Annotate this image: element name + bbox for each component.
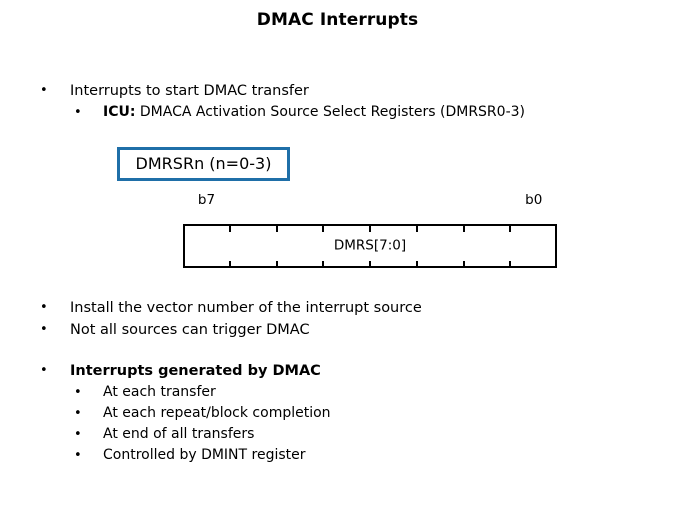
list-item: • At each transfer bbox=[38, 382, 331, 403]
bullet-dot-icon: • bbox=[40, 363, 48, 378]
list-item: • At end of all transfers bbox=[38, 424, 331, 445]
bitfield-tick-bottom-5 bbox=[415, 261, 418, 268]
bullet-dot-icon: • bbox=[40, 322, 48, 337]
list-item-label: Interrupts to start DMAC transfer bbox=[70, 83, 309, 99]
list-item: • At each repeat/block completion bbox=[38, 403, 331, 424]
list-item-label: Install the vector number of the interru… bbox=[70, 300, 422, 316]
bit-label-lsb: b0 bbox=[525, 192, 543, 208]
list-item: • Interrupts to start DMAC transfer bbox=[38, 80, 525, 102]
list-item-label: DMACA Activation Source Select Registers… bbox=[135, 104, 525, 120]
page-title: DMAC Interrupts bbox=[256, 10, 419, 30]
register-name-box: DMRSRn (n=0-3) bbox=[117, 147, 290, 181]
bitfield-tick-bottom-1 bbox=[228, 261, 231, 268]
bitfield-tick-top-5 bbox=[415, 224, 418, 232]
list-item-label: At each repeat/block completion bbox=[103, 405, 331, 421]
register-name-label: DMRSRn (n=0-3) bbox=[135, 154, 272, 173]
list-item-emphasis: ICU: bbox=[103, 104, 136, 120]
bullet-dot-icon: • bbox=[40, 300, 48, 315]
bullet-dot-icon: • bbox=[74, 385, 82, 400]
bitfield-tick-bottom-2 bbox=[275, 261, 278, 268]
list-item-label: At end of all transfers bbox=[103, 426, 255, 442]
list-item-label: Not all sources can trigger DMAC bbox=[70, 322, 310, 338]
bitfield-tick-bottom-3 bbox=[322, 261, 325, 268]
bullet-list-intro: • Interrupts to start DMAC transfer • IC… bbox=[38, 80, 525, 123]
bitfield-tick-top-4 bbox=[369, 224, 371, 232]
bullet-list-generated: • Interrupts generated by DMAC • At each… bbox=[38, 360, 331, 466]
list-item: • Not all sources can trigger DMAC bbox=[38, 319, 422, 341]
bit-label-msb: b7 bbox=[197, 192, 216, 208]
bitfield-tick-top-2 bbox=[275, 224, 278, 232]
bitfield-tick-bottom-7 bbox=[509, 261, 512, 268]
list-item: • Interrupts generated by DMAC bbox=[38, 360, 331, 382]
list-item: • Controlled by DMINT register bbox=[38, 445, 331, 466]
list-item-label: Interrupts generated by DMAC bbox=[70, 363, 321, 379]
bitfield-tick-bottom-6 bbox=[462, 261, 465, 268]
bitfield-tick-top-7 bbox=[509, 224, 512, 232]
list-item-label: Controlled by DMINT register bbox=[103, 447, 306, 463]
bitfield-tick-top-6 bbox=[462, 224, 465, 232]
bitfield-field-label: DMRS[7:0] bbox=[333, 237, 407, 254]
bitfield-tick-bottom-4 bbox=[369, 261, 371, 268]
bullet-dot-icon: • bbox=[74, 406, 82, 421]
bullet-dot-icon: • bbox=[74, 427, 82, 442]
list-item: • ICU: DMACA Activation Source Select Re… bbox=[38, 102, 525, 123]
bullet-list-notes: • Install the vector number of the inter… bbox=[38, 297, 422, 341]
bitfield-tick-top-1 bbox=[228, 224, 231, 232]
list-item-label: At each transfer bbox=[103, 384, 216, 400]
register-bitfield-diagram: DMRS[7:0] bbox=[183, 224, 557, 268]
bullet-dot-icon: • bbox=[74, 448, 82, 463]
bitfield-tick-top-3 bbox=[322, 224, 325, 232]
bullet-dot-icon: • bbox=[40, 83, 48, 98]
list-item: • Install the vector number of the inter… bbox=[38, 297, 422, 319]
bullet-dot-icon: • bbox=[74, 105, 82, 120]
